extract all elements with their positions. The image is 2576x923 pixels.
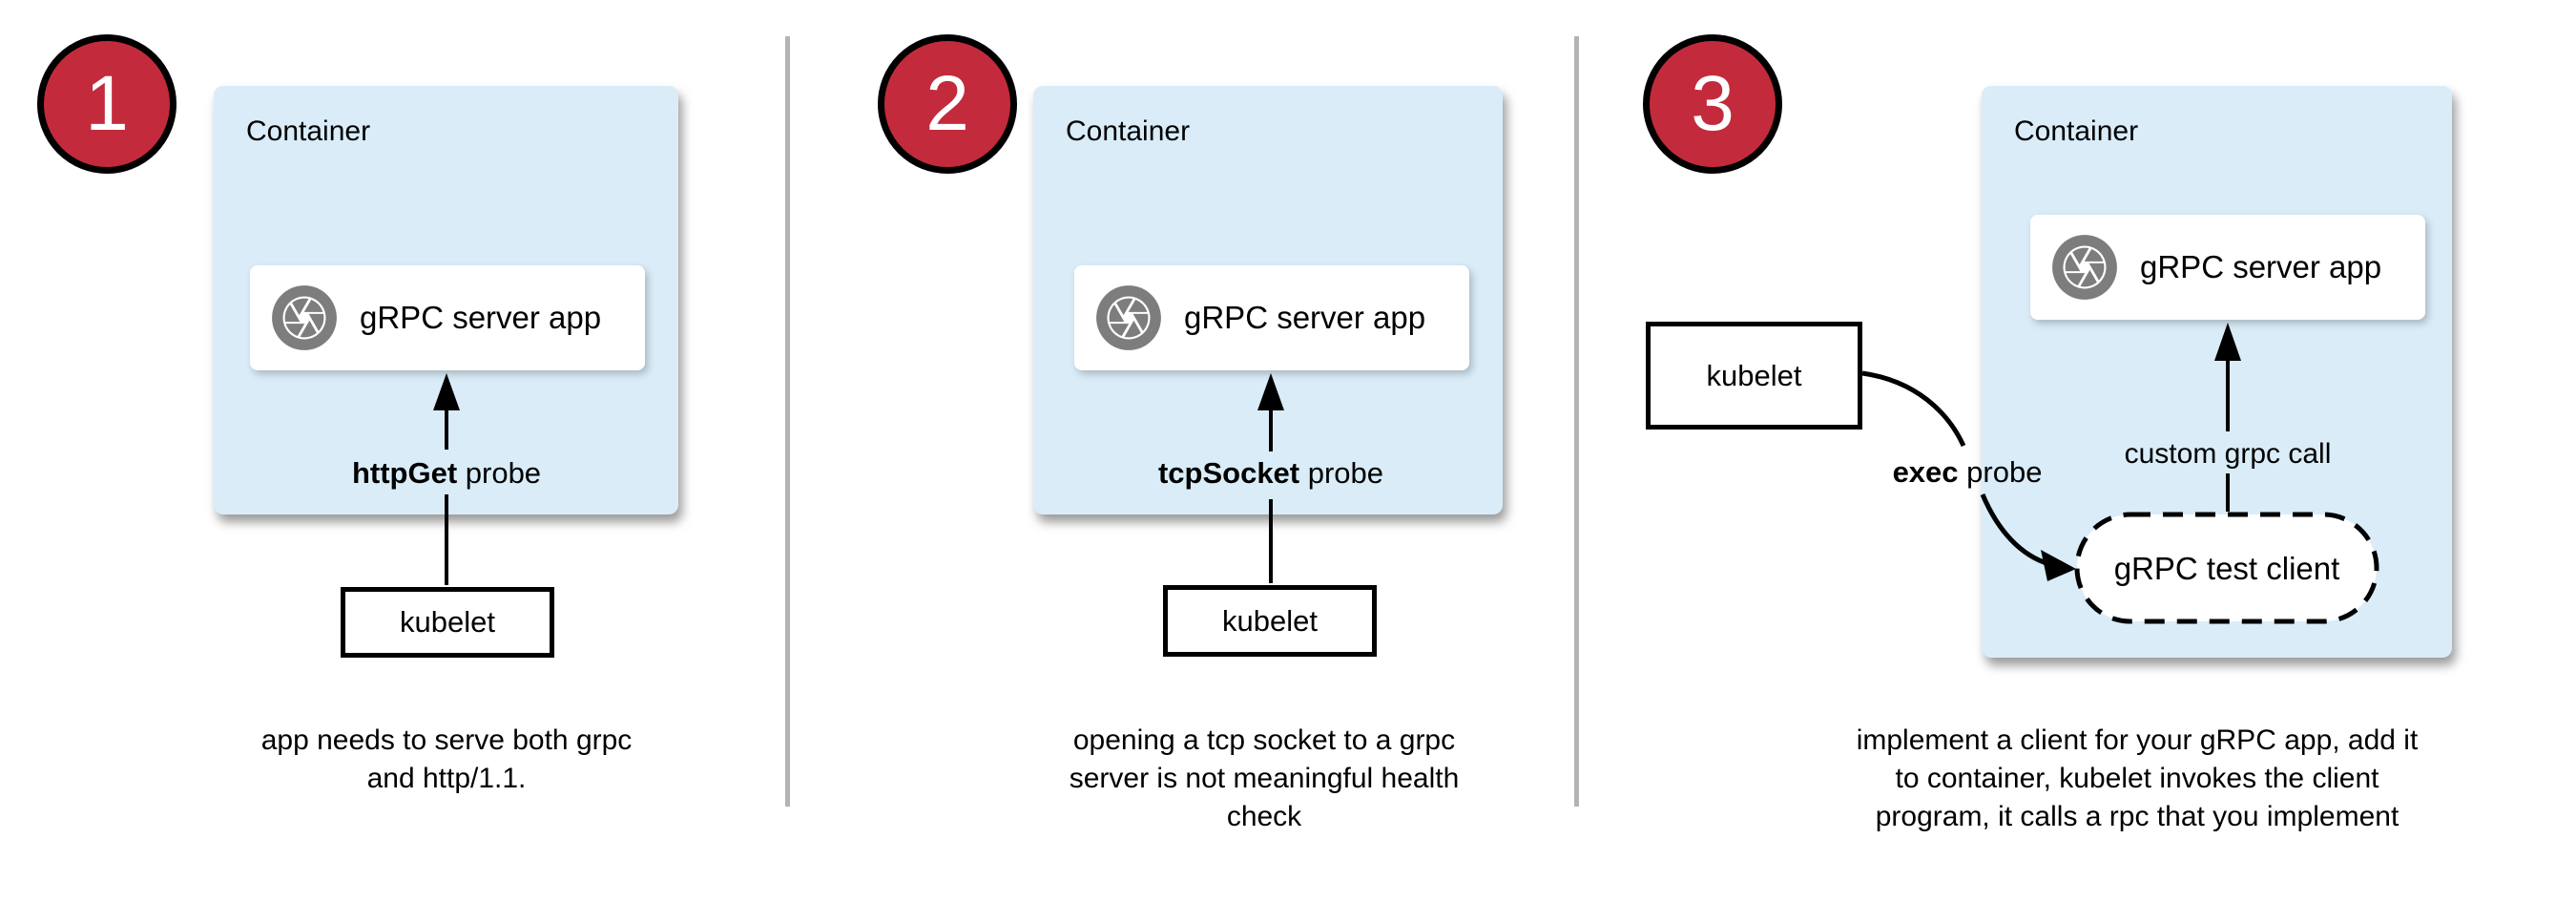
- panel-divider-1: [785, 36, 790, 807]
- step-number: 1: [85, 60, 129, 147]
- grpc-test-client-label: gRPC test client: [2113, 551, 2340, 586]
- kubelet-label: kubelet: [400, 605, 495, 639]
- grpc-server-app-label: gRPC server app: [2140, 249, 2382, 284]
- aperture-icon: [272, 285, 337, 350]
- caption-2: opening a tcp socket to a grpc server is…: [1069, 724, 1460, 832]
- aperture-icon: [1096, 285, 1161, 350]
- kubelet-box-3: kubelet: [1646, 322, 1862, 430]
- caption-3: implement a client for your gRPC app, ad…: [1856, 724, 2419, 832]
- panel-divider-2: [1574, 36, 1579, 807]
- container-3-label: Container: [2014, 115, 2139, 147]
- grpc-server-app-label: gRPC server app: [1184, 300, 1426, 335]
- step-number: 2: [925, 60, 969, 147]
- step-3-badge: 3: [1643, 34, 1782, 174]
- probe-type: httpGet: [351, 456, 458, 490]
- probe-label-3: exec probe: [1892, 455, 2043, 489]
- probe-label-2: tcpSocket probe: [1157, 456, 1384, 490]
- kubelet-box-1: kubelet: [341, 587, 554, 658]
- custom-grpc-call-label: custom grpc call: [2124, 438, 2332, 470]
- aperture-icon: [2052, 235, 2117, 300]
- grpc-server-app-box-2: gRPC server app: [1074, 265, 1469, 370]
- probe-label-1: httpGet probe: [351, 456, 542, 490]
- kubelet-label: kubelet: [1706, 358, 1802, 392]
- step-2-badge: 2: [878, 34, 1017, 174]
- kubelet-box-2: kubelet: [1163, 585, 1377, 657]
- probe-type: tcpSocket: [1157, 456, 1300, 490]
- step-1-badge: 1: [37, 34, 177, 174]
- caption-1: app needs to serve both grpc and http/1.…: [260, 724, 633, 794]
- grpc-server-app-label: gRPC server app: [360, 300, 602, 335]
- grpc-server-app-box-3: gRPC server app: [2030, 215, 2425, 320]
- step-number: 3: [1691, 60, 1735, 147]
- kubelet-label: kubelet: [1222, 603, 1318, 638]
- exec-curve-upper: [1861, 370, 1966, 448]
- container-1-label: Container: [246, 115, 371, 147]
- grpc-server-app-box-1: gRPC server app: [250, 265, 645, 370]
- container-2-label: Container: [1066, 115, 1191, 147]
- probe-type: exec: [1892, 455, 1959, 489]
